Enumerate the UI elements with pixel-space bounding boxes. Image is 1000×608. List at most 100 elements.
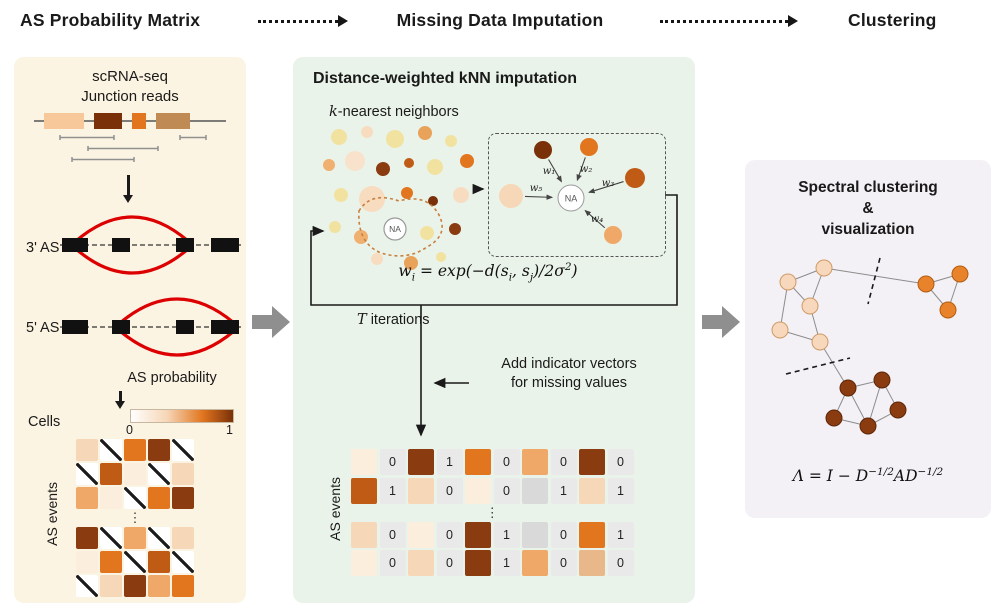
cluster-graph — [771, 257, 969, 435]
matrix-cell — [408, 521, 434, 548]
matrix-cell — [100, 487, 122, 509]
matrix-cell — [124, 463, 146, 485]
imputation-title: Distance-weighted kNN imputation — [313, 70, 578, 87]
matrix-cell — [148, 439, 170, 461]
weight-label: w₃ — [602, 178, 615, 189]
knn-label: k-nearest neighbors — [329, 103, 459, 122]
formula-part: j — [529, 271, 534, 284]
cell-dot — [427, 159, 443, 175]
neighbor-node — [580, 138, 598, 156]
indicator-cell: 1 — [607, 521, 634, 548]
as-probability-matrix: ⋮ — [76, 439, 194, 597]
formula-part: AD — [893, 467, 918, 486]
exon-box — [44, 113, 84, 129]
matrix-cell — [522, 550, 548, 576]
indicator-cell: 0 — [493, 477, 520, 504]
matrix-cell — [76, 487, 98, 509]
matrix-cell — [124, 575, 146, 597]
clustering-title-line1: Spectral clustering — [798, 179, 938, 196]
matrix-cell — [351, 449, 377, 475]
matrix-cell — [465, 550, 491, 576]
cell-dot — [445, 135, 457, 147]
cell-scatter-cloud: NA — [323, 126, 474, 270]
cell-dot — [449, 223, 461, 235]
indicator-cell: 1 — [379, 477, 406, 504]
weight-arrow — [548, 159, 562, 183]
indicator-cell: 0 — [550, 550, 577, 576]
knn-label-rest: -nearest neighbors — [337, 104, 459, 120]
as-events-label-left: AS events — [44, 482, 60, 546]
indicator-note: Add indicator vectors for missing values — [471, 355, 667, 393]
indicator-cell: 1 — [607, 477, 634, 504]
cells-label: Cells — [28, 414, 61, 430]
clustering-title: Spectral clustering & visualization — [745, 178, 991, 241]
as-events-label-middle: AS events — [327, 477, 343, 541]
graph-node — [917, 275, 935, 293]
indicator-cell: 1 — [550, 477, 577, 504]
matrix-cell — [408, 449, 434, 475]
junction-read-1 — [59, 135, 207, 140]
header-dotted-arrow-1 — [258, 15, 348, 27]
formula-part: = exp(−d(s — [415, 262, 509, 281]
matrix-cell — [522, 521, 548, 548]
iterations-label-rest: iterations — [366, 312, 430, 328]
exon-box — [156, 113, 190, 129]
graph-node — [951, 265, 969, 283]
exon-box — [94, 113, 122, 129]
indicator-cell: 0 — [607, 449, 634, 475]
indicator-cell: 0 — [436, 477, 463, 504]
gene-junction-diagram — [34, 113, 226, 162]
matrix-cell — [465, 521, 491, 548]
clustering-panel: Spectral clustering & visualization Λ = … — [745, 160, 991, 518]
cell-dot — [386, 130, 404, 148]
indicator-cell: 1 — [493, 521, 520, 548]
cell-dot — [331, 129, 347, 145]
cell-dot — [323, 159, 335, 171]
graph-node — [771, 321, 789, 339]
matrix-cell — [522, 449, 548, 475]
cell-dot — [428, 196, 438, 206]
matrix-cell — [76, 551, 98, 573]
graph-node — [811, 333, 829, 351]
matrix-ellipsis-left: ⋮ — [128, 510, 142, 525]
indicator-cell: 0 — [493, 449, 520, 475]
graph-node — [779, 273, 797, 291]
indicator-cell: 0 — [379, 550, 406, 576]
as5-arc-lower — [118, 329, 236, 357]
header-step-clustering: Clustering — [848, 10, 937, 30]
matrix-cell — [124, 527, 146, 549]
down-arrow-reads-to-as — [127, 175, 130, 195]
flow-arrow-mid-to-right — [702, 306, 740, 338]
graph-node — [801, 297, 819, 315]
as5-diagram — [60, 297, 241, 357]
matrix-cell — [76, 439, 98, 461]
header-step-as-probability-matrix: AS Probability Matrix — [20, 10, 201, 30]
matrix-block-top — [76, 439, 194, 509]
cell-dot — [453, 187, 469, 203]
na-dot-label: NA — [389, 224, 401, 234]
matrix-cell — [579, 449, 605, 475]
indicator-cell: 0 — [607, 550, 634, 576]
matrix-cell-missing — [100, 439, 122, 461]
header-dotted-arrow-2 — [660, 15, 798, 27]
graph-node — [815, 259, 833, 277]
iterations-label-T: T — [357, 312, 367, 328]
matrix-cell — [465, 477, 491, 504]
matrix-cell — [522, 477, 548, 504]
probability-colorbar — [130, 409, 234, 423]
matrix-cell — [100, 463, 122, 485]
matrix-cell — [148, 487, 170, 509]
matrix-cell-missing — [100, 527, 122, 549]
graph-node — [889, 401, 907, 419]
junction-read-2 — [87, 146, 159, 151]
formula-part: −1/2 — [917, 466, 944, 478]
flow-arrow-left-to-mid — [252, 306, 290, 338]
indicator-cell: 0 — [379, 449, 406, 475]
as3-exons — [62, 238, 239, 252]
weight-arrow — [588, 181, 624, 194]
matrix-cell — [351, 521, 377, 548]
clustering-title-line2: & — [862, 199, 874, 217]
cell-dot — [345, 151, 365, 171]
